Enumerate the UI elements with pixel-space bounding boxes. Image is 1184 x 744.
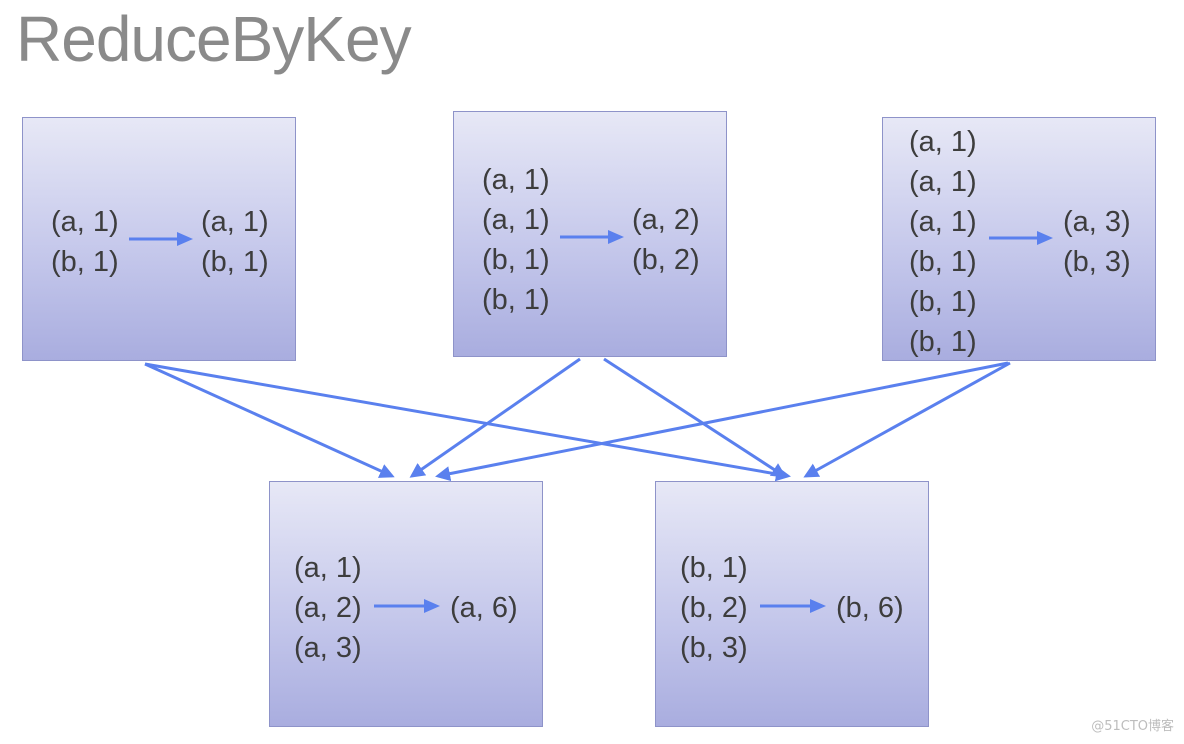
reducer-a-output: (a, 6): [450, 588, 518, 628]
pair-text: (b, 1): [482, 284, 550, 316]
shuffle-arrow: [144, 362, 791, 482]
pair-text: (a, 2): [632, 204, 700, 236]
reducer-box-a: (a, 1) (a, 2) (a, 3) (a, 6): [269, 481, 543, 727]
pair-text: (b, 1): [201, 246, 269, 278]
partition-box-3: (a, 1) (a, 1) (a, 1) (b, 1) (b, 1) (b, 1…: [882, 117, 1156, 361]
partition-2-outputs: (a, 2) (b, 2): [632, 200, 700, 280]
pair-text: (b, 6): [836, 592, 904, 624]
combine-arrow-icon: [129, 232, 193, 246]
shuffle-arrow: [435, 361, 1009, 482]
partition-box-2: (a, 1) (a, 1) (b, 1) (b, 1) (a, 2) (b, 2…: [453, 111, 727, 357]
watermark: @51CTO博客: [1091, 719, 1174, 734]
partition-3-inputs: (a, 1) (a, 1) (a, 1) (b, 1) (b, 1) (b, 1…: [909, 122, 977, 362]
pair-text: (a, 1): [482, 204, 550, 236]
combine-arrow-icon: [560, 230, 624, 244]
shuffle-arrow: [409, 357, 581, 478]
reducer-a-inputs: (a, 1) (a, 2) (a, 3): [294, 548, 362, 668]
pair-text: (b, 3): [1063, 246, 1131, 278]
pair-text: (b, 2): [632, 244, 700, 276]
shuffle-arrow: [144, 362, 395, 478]
pair-text: (b, 1): [482, 244, 550, 276]
pair-text: (a, 1): [51, 206, 119, 238]
pair-text: (b, 1): [909, 286, 977, 318]
pair-text: (a, 1): [482, 164, 550, 196]
pair-text: (a, 2): [294, 592, 362, 624]
pair-text: (a, 1): [294, 552, 362, 584]
shuffle-arrow: [803, 361, 1011, 478]
pair-text: (b, 2): [680, 592, 748, 624]
pair-text: (a, 1): [909, 166, 977, 198]
pair-text: (a, 6): [450, 592, 518, 624]
partition-1-inputs: (a, 1) (b, 1): [51, 202, 119, 282]
combine-arrow-icon: [989, 231, 1053, 245]
reduce-arrow-icon: [760, 599, 826, 613]
partition-2-inputs: (a, 1) (a, 1) (b, 1) (b, 1): [482, 160, 550, 320]
partition-box-1: (a, 1) (b, 1) (a, 1) (b, 1): [22, 117, 296, 361]
reducer-b-output: (b, 6): [836, 588, 904, 628]
partition-3-outputs: (a, 3) (b, 3): [1063, 202, 1131, 282]
pair-text: (a, 1): [909, 126, 977, 158]
reducer-box-b: (b, 1) (b, 2) (b, 3) (b, 6): [655, 481, 929, 727]
pair-text: (b, 1): [909, 246, 977, 278]
reducer-b-inputs: (b, 1) (b, 2) (b, 3): [680, 548, 748, 668]
pair-text: (b, 1): [680, 552, 748, 584]
reduce-arrow-icon: [374, 599, 440, 613]
pair-text: (a, 1): [201, 206, 269, 238]
pair-text: (b, 3): [680, 632, 748, 664]
shuffle-arrow: [603, 357, 787, 478]
partition-1-outputs: (a, 1) (b, 1): [201, 202, 269, 282]
pair-text: (a, 3): [1063, 206, 1131, 238]
pair-text: (b, 1): [51, 246, 119, 278]
pair-text: (a, 3): [294, 632, 362, 664]
pair-text: (a, 1): [909, 206, 977, 238]
diagram-title: ReduceByKey: [16, 3, 412, 75]
pair-text: (b, 1): [909, 326, 977, 358]
